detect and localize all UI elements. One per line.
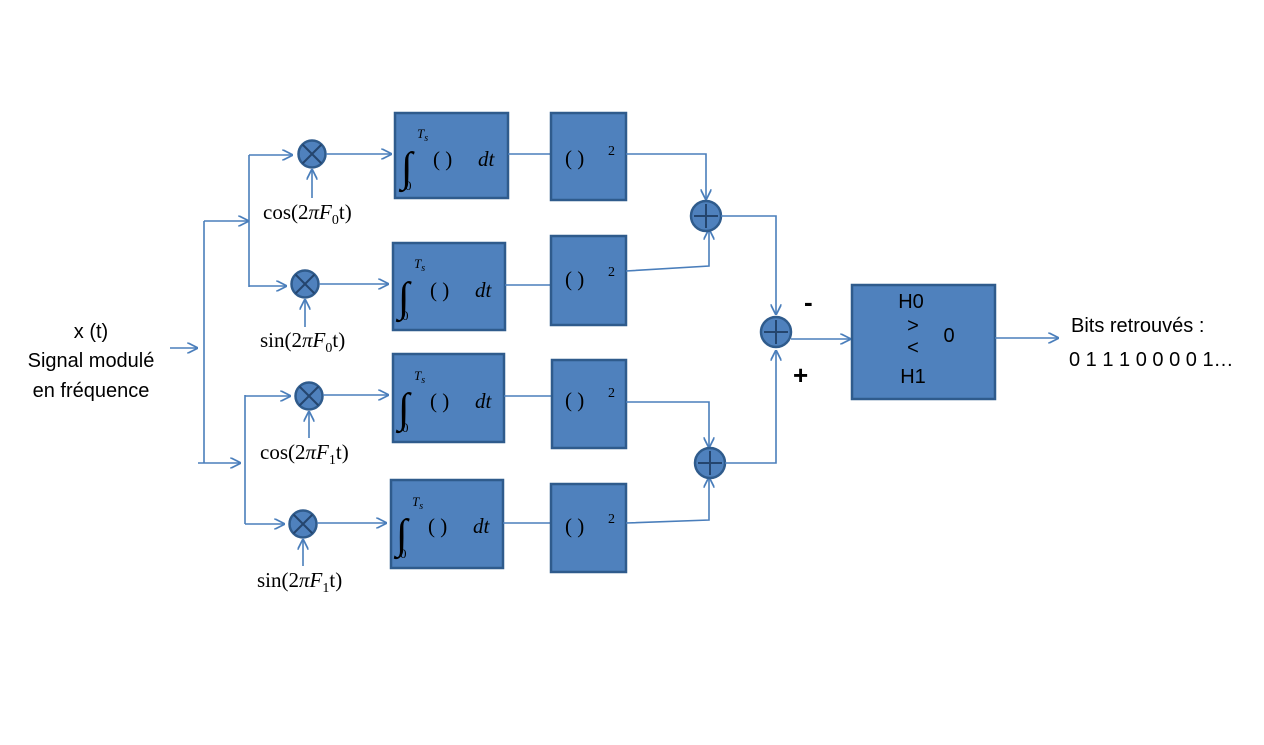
integral-lower-limit: 0 [405,178,412,193]
squarer-body: ( ) [565,514,584,538]
input-wires [170,155,292,524]
input-line-2: Signal modulé [28,350,155,372]
adder-upper [689,199,723,233]
squarer-block-3: ( ) 2 [550,358,628,450]
integral-sign: ∫ [398,145,415,193]
multiplier-output-wires [317,154,391,523]
squarer-block-1: ( ) 2 [549,111,628,202]
input-signal-label: x (t) Signal modulé en fréquence [28,321,155,402]
output-bits: 0 1 1 1 0 0 0 0 1… [1069,349,1234,371]
svg-text:cos(2πF1t): cos(2πF1t) [260,440,349,468]
carrier-fn: sin [257,568,282,592]
squarer-exponent: 2 [608,386,615,401]
adder-lower [693,446,727,480]
carrier-t: t) [339,200,352,224]
greater-than-sign: > [907,315,919,337]
carrier-arg: (2 [282,568,300,592]
multiplier-3 [294,381,324,411]
plus-sign: + [793,360,808,390]
integral-differential: dt [475,389,493,413]
less-than-sign: < [907,337,919,359]
integral-upper-limit: Ts [414,368,425,386]
integral-differential: dt [473,514,491,538]
integrator-block-4: ∫ Ts 0 ( ) dt [389,478,505,570]
integral-sign: ∫ [395,275,412,323]
integral-upper-limit: Ts [412,494,423,512]
minus-sign: - [804,287,813,317]
carrier-t: t) [336,440,349,464]
integral-body: ( ) [433,147,452,171]
carrier-wires [303,170,312,566]
decision-block: H0 > < 0 H1 [850,283,997,401]
squarer-exponent: 2 [608,265,615,280]
decision-threshold: 0 [943,325,954,347]
output-title: Bits retrouvés : [1071,315,1204,337]
carrier-t: t) [332,328,345,352]
carrier-freq: F [318,200,332,224]
carrier-freq-sub: 0 [332,213,339,228]
squarer-exponent: 2 [608,512,615,527]
squarer-block-4: ( ) 2 [549,482,628,574]
integral-upper-limit: Ts [417,126,428,144]
adder-output-wires [721,215,850,464]
integrator-block-2: ∫ Ts 0 ( ) dt [391,241,507,332]
carrier-freq: F [312,328,326,352]
carrier-pi: π [306,440,317,464]
carrier-label-2: sin(2πF0t) [260,328,345,356]
integral-body: ( ) [430,278,449,302]
integral-lower-limit: 0 [400,546,407,561]
squarer-block-2: ( ) 2 [549,234,628,327]
carrier-freq-sub: 1 [329,453,336,468]
multiplier-4 [288,509,318,539]
svg-text:sin(2πF1t): sin(2πF1t) [257,568,342,596]
integral-sign: ∫ [393,512,410,560]
carrier-label-4: sin(2πF1t) [257,568,342,596]
output-label: Bits retrouvés : 0 1 1 1 0 0 0 0 1… [1069,315,1234,371]
integral-lower-limit: 0 [402,308,409,323]
multiplier-1 [297,139,327,169]
carrier-arg: (2 [285,328,303,352]
squarer-body: ( ) [565,388,584,412]
svg-text:cos(2πF0t): cos(2πF0t) [263,200,352,228]
carrier-pi: π [302,328,313,352]
squarer-body: ( ) [565,267,584,291]
integral-body: ( ) [430,389,449,413]
integral-sign: ∫ [395,386,412,434]
carrier-fn: cos [260,440,288,464]
integral-body: ( ) [428,514,447,538]
integrator-block-1: ∫ Ts 0 ( ) dt [393,111,510,200]
integral-differential: dt [475,278,493,302]
integrator-block-3: ∫ Ts 0 ( ) dt [391,352,506,444]
carrier-fn: cos [263,200,291,224]
squarer-output-wires [625,153,709,524]
integrator-output-wires [503,153,552,524]
multiplier-2 [290,269,320,299]
carrier-fn: sin [260,328,285,352]
hypothesis-h1: H1 [900,366,926,388]
carrier-pi: π [299,568,310,592]
carrier-t: t) [329,568,342,592]
svg-text:sin(2πF0t): sin(2πF0t) [260,328,345,356]
carrier-label-3: cos(2πF1t) [260,440,349,468]
squarer-body: ( ) [565,146,584,170]
integral-differential: dt [478,147,496,171]
carrier-label-1: cos(2πF0t) [263,200,352,228]
carrier-freq-sub: 0 [325,341,332,356]
hypothesis-h0: H0 [898,291,924,313]
carrier-arg: (2 [288,440,306,464]
carrier-freq: F [309,568,323,592]
squarer-exponent: 2 [608,144,615,159]
comparator-adder [759,315,793,349]
carrier-freq: F [315,440,329,464]
integral-upper-limit: Ts [414,256,425,274]
carrier-freq-sub: 1 [322,581,329,596]
carrier-pi: π [309,200,320,224]
integral-lower-limit: 0 [402,420,409,435]
input-line-1: x (t) [74,321,108,343]
input-line-3: en fréquence [33,380,150,402]
carrier-arg: (2 [291,200,309,224]
